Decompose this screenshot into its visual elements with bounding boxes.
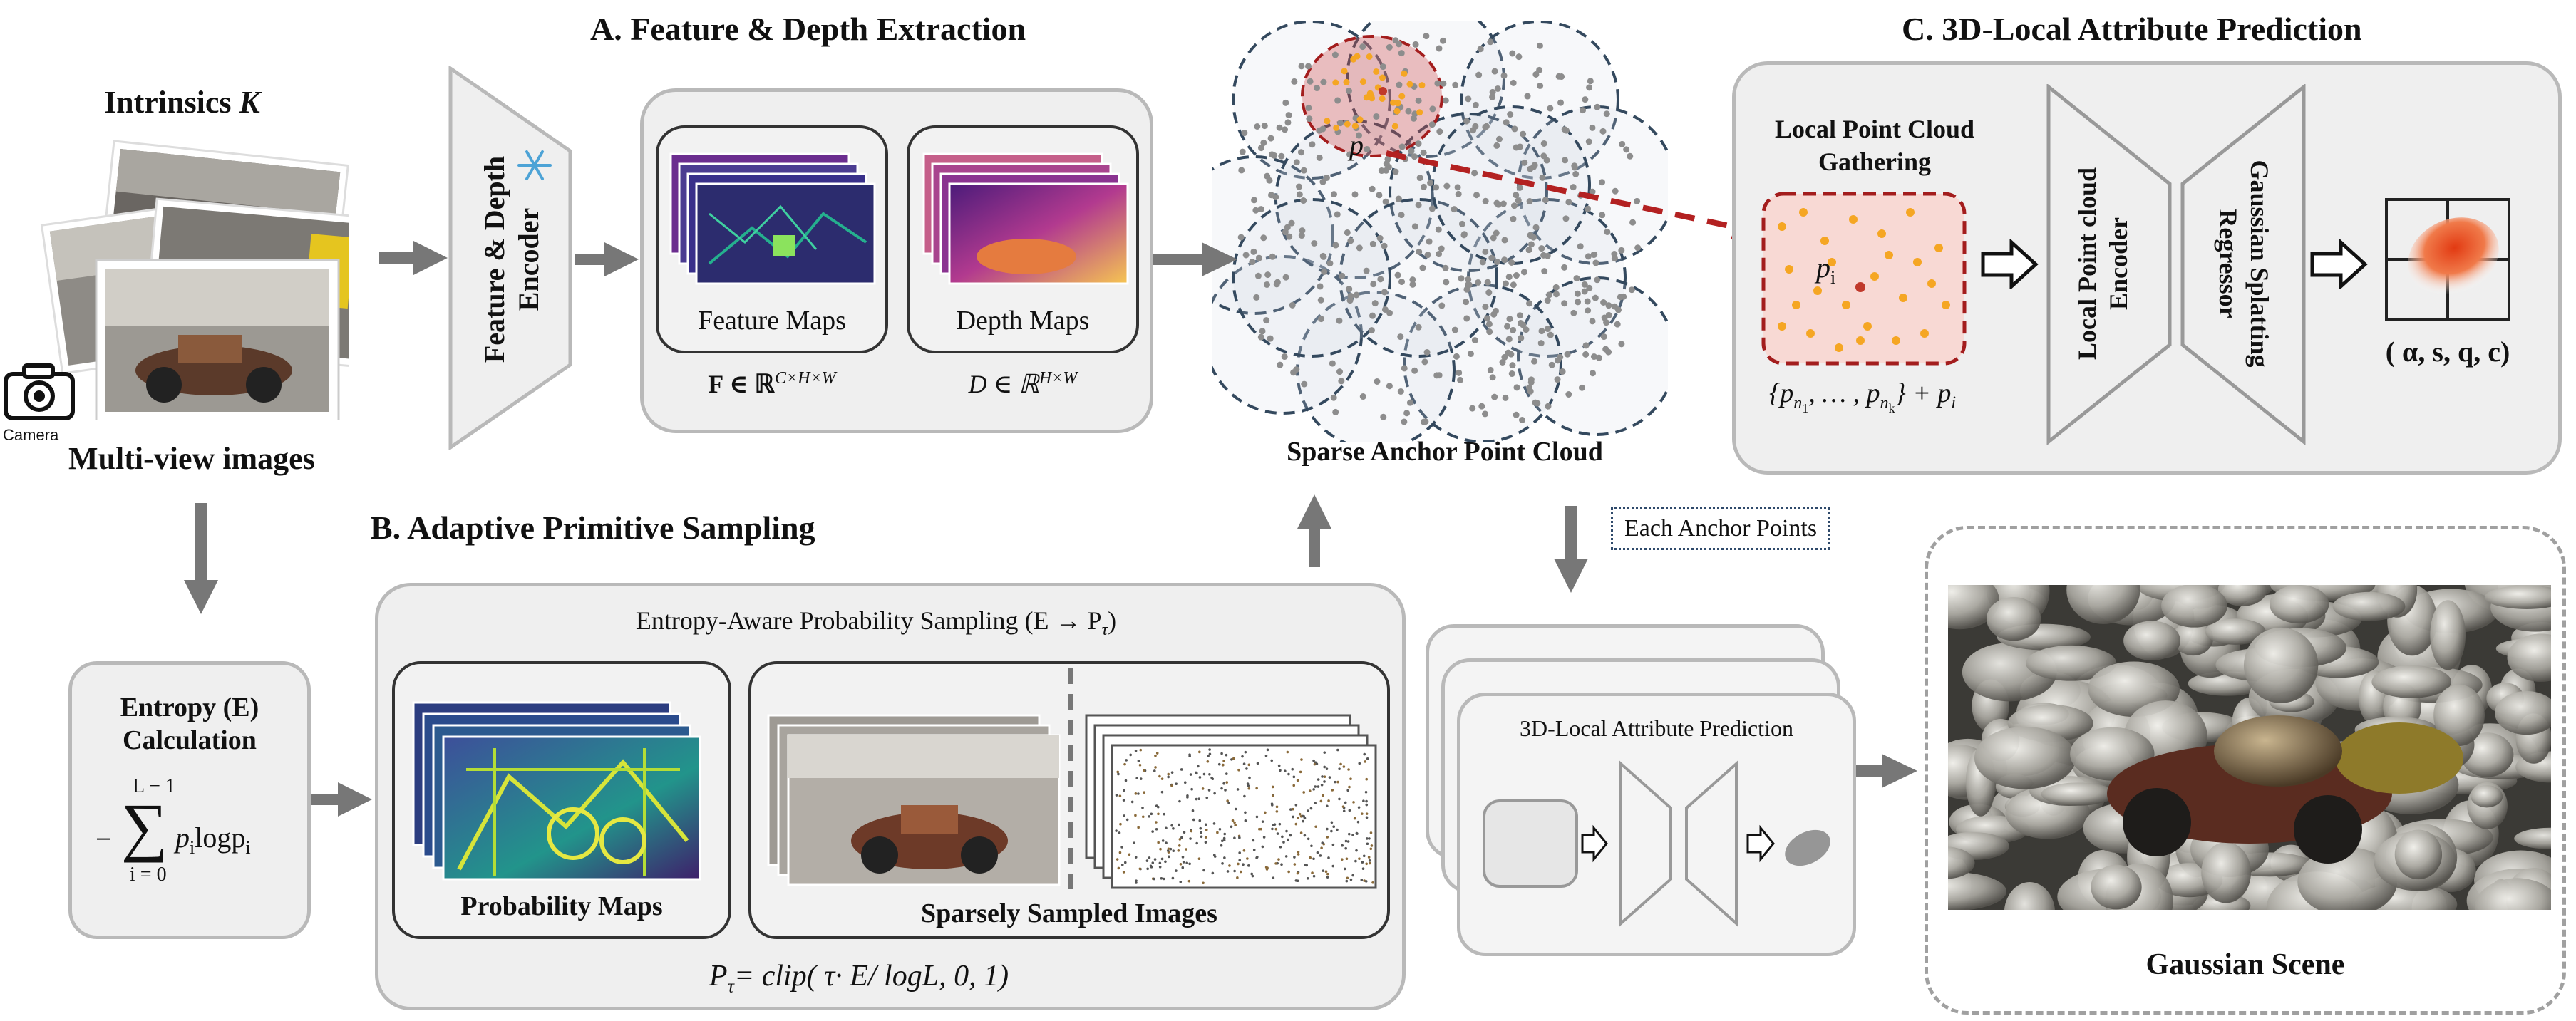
snowflake-icon (517, 150, 552, 180)
sparse-images-stack (1085, 714, 1377, 889)
probability-maps-label: Probability Maps (460, 891, 663, 921)
local-point-label: pi (1816, 252, 1836, 288)
anchor-to-local-arrow (1386, 150, 1761, 239)
local-point-cloud-encoder (2046, 84, 2172, 445)
feature-depth-encoder (448, 66, 572, 450)
gaussian-primitive (2385, 198, 2510, 321)
depth-maps-label: Depth Maps (956, 306, 1090, 336)
gaussian-scene-label: Gaussian Scene (2145, 948, 2345, 981)
probability-maps-stack (412, 701, 701, 881)
local-encoder-label: Local Point cloud Encoder (2073, 167, 2133, 361)
pred-stack-label: 3D-Local Attribute Prediction (1520, 715, 1793, 741)
anchor-cloud-label: Sparse Anchor Point Cloud (1287, 437, 1603, 467)
intrinsics-label: Intrinsics K (104, 85, 260, 120)
sampling-header: Entropy-Aware Probability Sampling (E → … (635, 606, 1117, 640)
section-c-title: C. 3D-Local Attribute Prediction (1902, 11, 2362, 47)
sparse-images-label: Sparsely Sampled Images (921, 898, 1217, 928)
gaussian-scene-render (1943, 580, 2556, 915)
each-anchor-points-tag: Each Anchor Points (1611, 507, 1831, 550)
camera-icon (4, 363, 75, 420)
multi-view-images-label: Multi-view images (68, 441, 315, 476)
hollow-arrow-2 (2310, 239, 2368, 289)
local-point-cloud (1761, 192, 1967, 366)
regressor-label: Gaussian Splatting Regressor (2214, 160, 2274, 368)
feature-maps-stack (669, 152, 876, 285)
section-b-title: B. Adaptive Primitive Sampling (371, 509, 815, 546)
encoder-label: Feature & Depth Encoder (478, 155, 545, 363)
section-a-title: A. Feature & Depth Extraction (590, 11, 1026, 47)
local-gather-label: Local Point Cloud Gathering (1774, 115, 1975, 176)
local-set-formula: {pn1, … , pnk} + pi (1769, 378, 1957, 415)
entropy-calculation-box (68, 661, 311, 939)
clip-formula: Pτ= clip( τ· E/ logL, 0, 1) (709, 960, 1009, 997)
attributes-label: ( α, s, q, c) (2385, 336, 2510, 368)
feature-maps-label: Feature Maps (698, 306, 846, 336)
depth-formula: D ∈ ℝH×W (968, 369, 1078, 398)
feature-formula: F ∈ ℝC×H×W (708, 369, 836, 398)
entropy-formula: L − 1 − ∑ pilogpi i = 0 (96, 775, 251, 886)
sparse-anchor-point-cloud (1212, 21, 1668, 442)
anchor-point-symbol: p (1349, 129, 1364, 161)
pred-stack-mini-pipeline (1483, 760, 1830, 927)
hollow-arrow-1 (1981, 239, 2039, 289)
camera-label: Camera (3, 426, 59, 444)
divider-dashed (1068, 668, 1073, 891)
entropy-label: Entropy (E) Calculation (120, 693, 259, 755)
gaussian-splatting-regressor (2180, 84, 2306, 445)
sampled-images-stack (767, 714, 1061, 886)
depth-maps-stack (922, 152, 1129, 285)
multi-view-images (40, 140, 349, 420)
